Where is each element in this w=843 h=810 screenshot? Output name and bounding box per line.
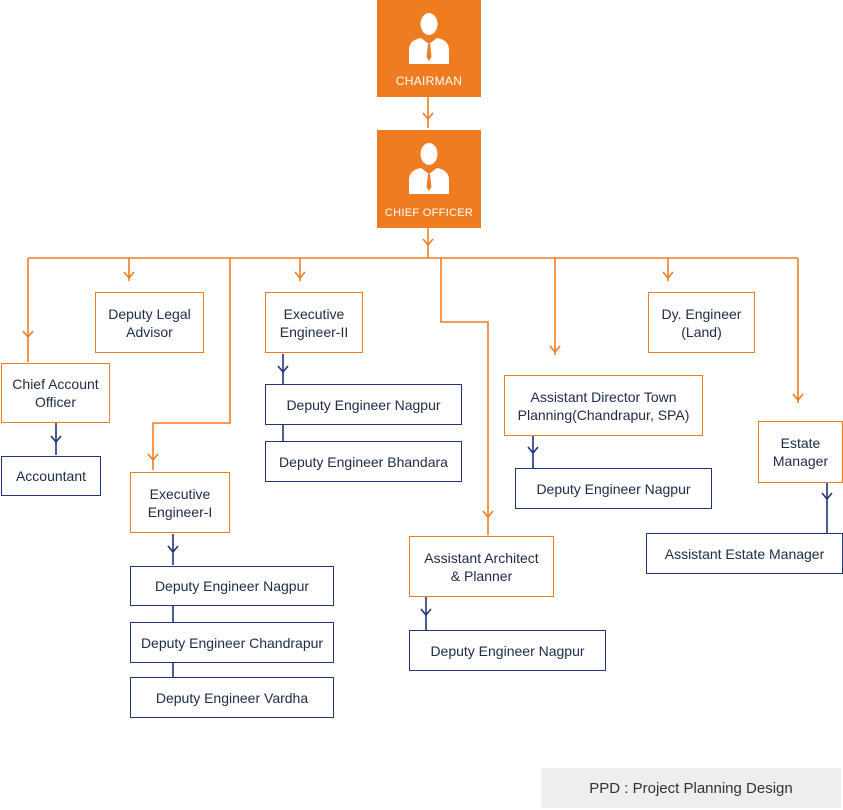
node-aa-deputy-engineer-nagpur: Deputy Engineer Nagpur — [409, 630, 606, 671]
node-chief-account-officer: Chief Account Officer — [1, 363, 110, 423]
node-executive-engineer-2: Executive Engineer-II — [265, 292, 363, 353]
node-assistant-architect-planner: Assistant Architect & Planner — [409, 536, 554, 597]
node-deputy-legal-advisor: Deputy Legal Advisor — [95, 292, 204, 353]
legend-ppd: PPD : Project Planning Design — [541, 768, 841, 808]
node-executive-engineer-1: Executive Engineer-I — [130, 472, 230, 533]
node-estate-manager: Estate Manager — [758, 421, 843, 483]
node-ee1-deputy-engineer-vardha: Deputy Engineer Vardha — [130, 677, 334, 718]
node-accountant: Accountant — [1, 456, 101, 496]
node-ee2-deputy-engineer-bhandara: Deputy Engineer Bhandara — [265, 441, 462, 482]
node-dy-engineer-land: Dy. Engineer (Land) — [648, 292, 755, 353]
chairman-label: CHAIRMAN — [395, 74, 463, 88]
node-ad-deputy-engineer-nagpur: Deputy Engineer Nagpur — [515, 468, 712, 509]
chief-officer-label: CHIEF OFFICER — [384, 207, 474, 219]
node-assistant-director-town-planning: Assistant Director Town Planning(Chandra… — [504, 375, 703, 436]
chairman-box: CHAIRMAN — [377, 0, 481, 97]
node-ee1-deputy-engineer-nagpur: Deputy Engineer Nagpur — [130, 566, 334, 606]
node-ee2-deputy-engineer-nagpur: Deputy Engineer Nagpur — [265, 384, 462, 425]
node-assistant-estate-manager: Assistant Estate Manager — [646, 533, 843, 574]
chief-officer-box: CHIEF OFFICER — [377, 130, 481, 228]
person-in-suit-icon — [409, 143, 449, 194]
node-ee1-deputy-engineer-chandrapur: Deputy Engineer Chandrapur — [130, 622, 334, 663]
person-in-suit-icon — [409, 13, 449, 64]
